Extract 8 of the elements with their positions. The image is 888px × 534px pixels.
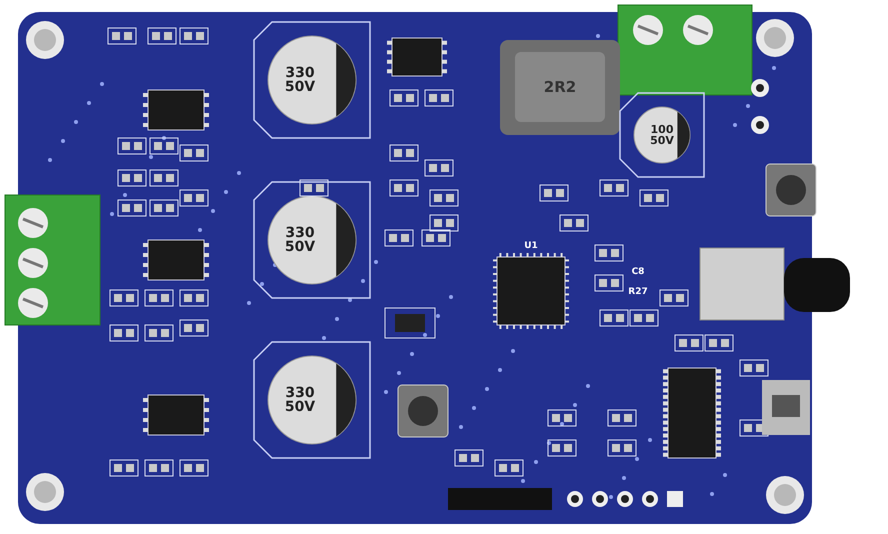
component-marking: 100 50V bbox=[649, 124, 675, 147]
component-marking: 2R2 bbox=[542, 80, 578, 96]
silkscreen-label: U1 bbox=[523, 242, 539, 251]
component-marking: 330 50V bbox=[284, 386, 316, 415]
component-marking: 330 50V bbox=[284, 226, 316, 255]
silkscreen-label: C8 bbox=[630, 268, 646, 277]
silkscreen-label: R27 bbox=[627, 288, 649, 297]
component-marking: 330 50V bbox=[284, 66, 316, 95]
